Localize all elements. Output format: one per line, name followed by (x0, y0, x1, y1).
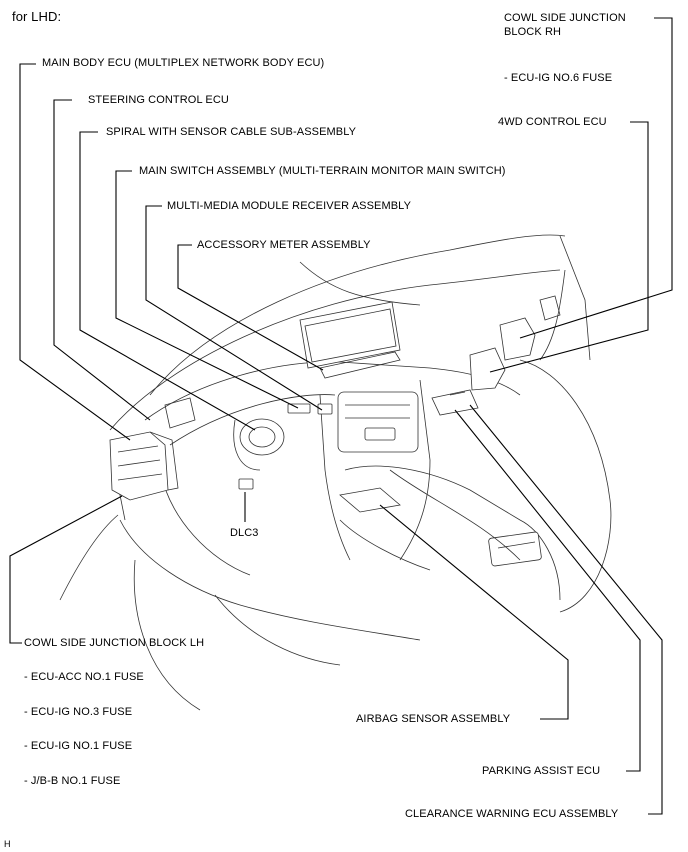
main-switch-label: MAIN SWITCH ASSEMBLY (MULTI-TERRAIN MONI… (139, 165, 506, 177)
cowl-lh-fuse-4: - J/B-B NO.1 FUSE (24, 775, 121, 787)
steering-control-ecu-label: STEERING CONTROL ECU (88, 94, 229, 106)
main-body-ecu-label: MAIN BODY ECU (MULTIPLEX NETWORK BODY EC… (42, 57, 325, 69)
figure-code: H (4, 839, 11, 849)
accessory-meter-label: ACCESSORY METER ASSEMBLY (197, 239, 371, 251)
parking-assist-label: PARKING ASSIST ECU (482, 765, 601, 777)
variant-label: for LHD: (12, 9, 62, 24)
cowl-rh-fuse-label: - ECU-IG NO.6 FUSE (504, 72, 613, 84)
cowl-rh-label-line2: BLOCK RH (504, 26, 562, 38)
leader-lines (9, 17, 673, 815)
spiral-cable-label: SPIRAL WITH SENSOR CABLE SUB-ASSEMBLY (106, 126, 357, 138)
fourwd-ecu-label: 4WD CONTROL ECU (498, 116, 607, 128)
dlc3-label: DLC3 (230, 527, 259, 539)
cowl-lh-fuse-2: - ECU-IG NO.3 FUSE (24, 706, 133, 718)
cowl-lh-fuse-3: - ECU-IG NO.1 FUSE (24, 740, 133, 752)
multimedia-receiver-label: MULTI-MEDIA MODULE RECEIVER ASSEMBLY (167, 200, 412, 212)
cowl-lh-label: COWL SIDE JUNCTION BLOCK LH (24, 637, 205, 649)
cowl-lh-fuse-1: - ECU-ACC NO.1 FUSE (24, 671, 144, 683)
airbag-sensor-label: AIRBAG SENSOR ASSEMBLY (356, 713, 511, 725)
clearance-warning-label: CLEARANCE WARNING ECU ASSEMBLY (405, 808, 619, 820)
cowl-rh-label-line1: COWL SIDE JUNCTION (504, 12, 626, 24)
